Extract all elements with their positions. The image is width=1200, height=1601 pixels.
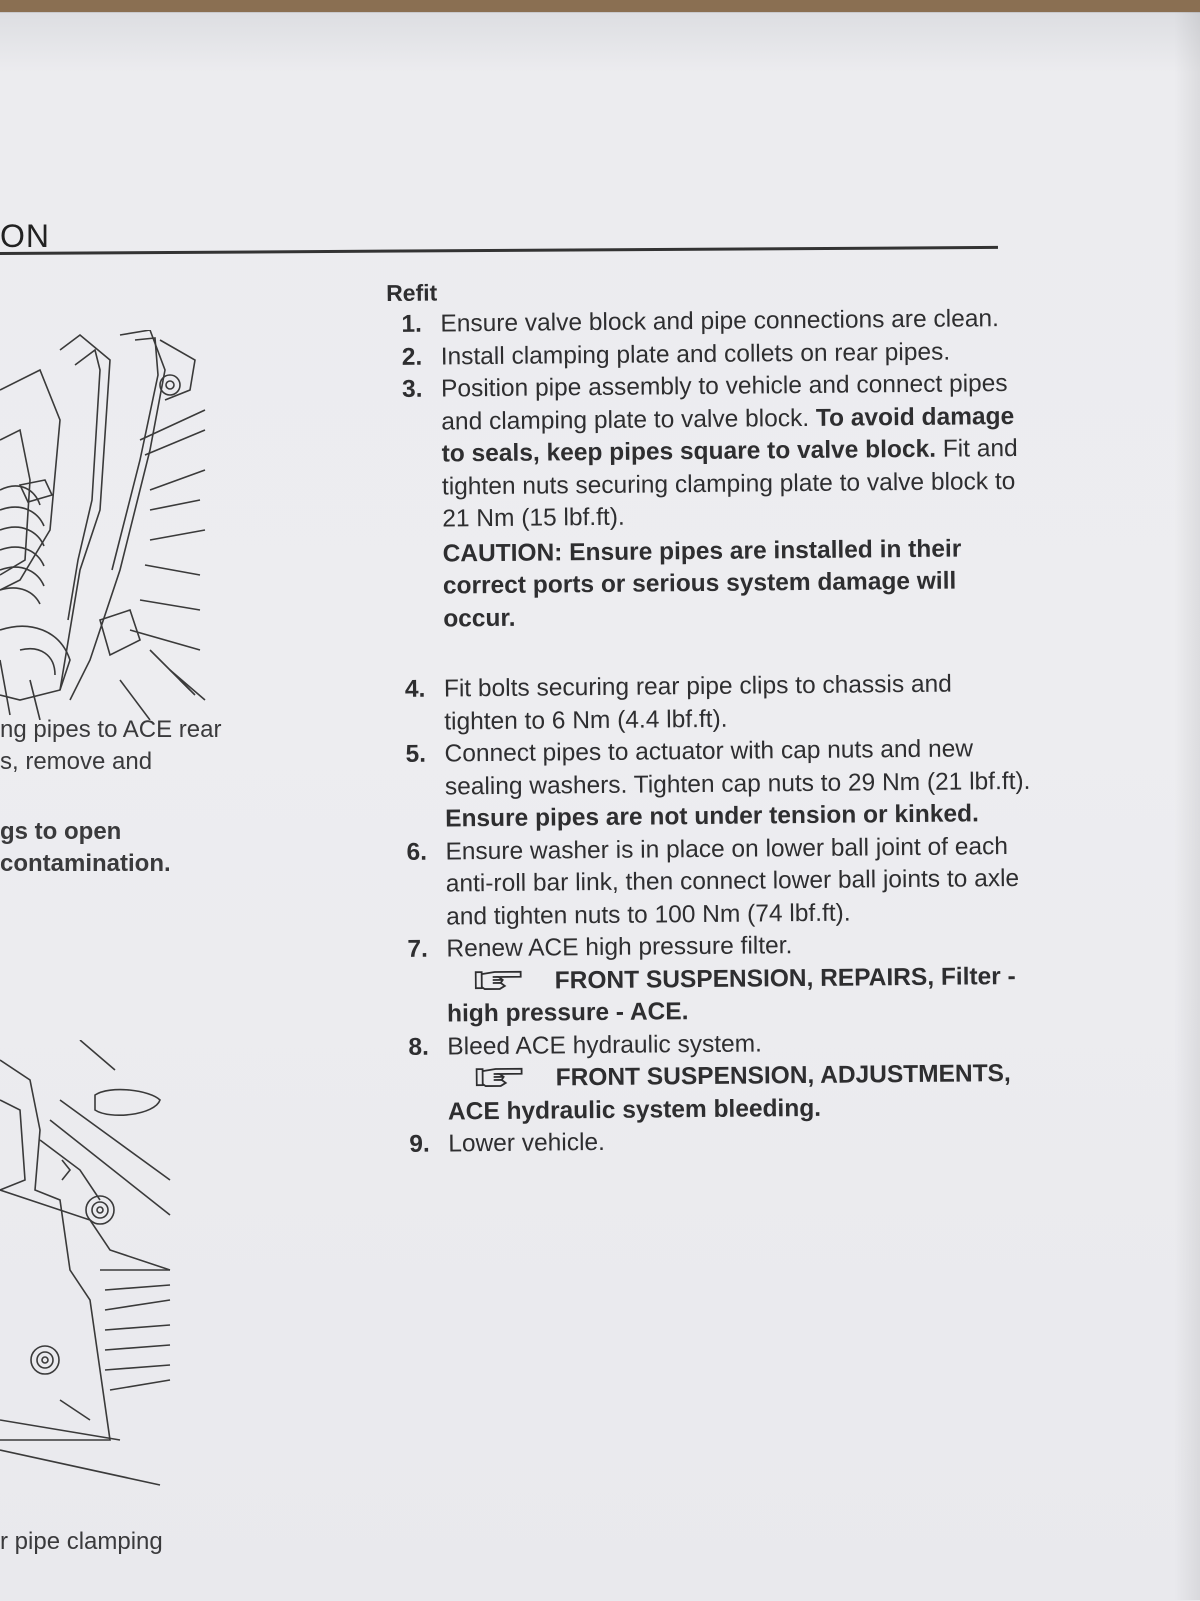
section-header-fragment: ON: [0, 218, 50, 254]
pointing-hand-icon: [474, 970, 522, 990]
refit-heading: Refit: [386, 279, 438, 306]
figure-caption-fragment: s, remove and: [0, 748, 153, 775]
step-text: Install clamping plate and collets on re…: [440, 338, 951, 370]
step-4: 4. Fit bolts securing rear pipe clips to…: [390, 668, 1031, 739]
cross-reference-text: FRONT SUSPENSION, ADJUSTMENTS, ACE hydra…: [447, 1060, 1011, 1125]
step-number: 4.: [404, 675, 426, 703]
step-text: Lower vehicle.: [448, 1128, 606, 1158]
pointing-hand-icon: [475, 1067, 523, 1087]
figure-caption-fragment: r pipe clamping: [0, 1528, 163, 1555]
pipe-assembly-illustration-top: [0, 330, 206, 720]
step-3: 3. Position pipe assembly to vehicle and…: [387, 368, 1029, 636]
refit-procedure: Refit 1. Ensure valve block and pipe con…: [386, 274, 1034, 1162]
step-text: Connect pipes to actuator with cap nuts …: [444, 735, 1031, 800]
step-text: Bleed ACE hydraulic system.: [447, 1029, 763, 1060]
step-8: 8. Bleed ACE hydraulic system. FRONT SUS…: [393, 1025, 1034, 1129]
step-number: 1.: [401, 310, 422, 338]
step-text: Fit bolts securing rear pipe clips to ch…: [443, 670, 952, 735]
step-number: 2.: [401, 343, 423, 371]
step-number: 3.: [401, 375, 423, 403]
cross-reference: FRONT SUSPENSION, REPAIRS, Filter - high…: [447, 960, 1034, 1031]
step-number: 6.: [406, 838, 428, 866]
refit-steps: 1. Ensure valve block and pipe connectio…: [386, 303, 1034, 1162]
step-warning-text: Ensure pipes are not under tension or ki…: [445, 800, 979, 833]
step-number: 5.: [405, 740, 427, 768]
step-number: 7.: [407, 935, 428, 963]
step-7: 7. Renew ACE high pressure filter. FRONT…: [392, 928, 1033, 1032]
page-shadow: [1174, 12, 1200, 1600]
step-text: Ensure valve block and pipe connections …: [440, 305, 999, 338]
caution-note: CAUTION: Ensure pipes are installed in t…: [442, 534, 962, 632]
figure-caption-fragment: ng pipes to ACE rear: [0, 716, 222, 743]
step-number: 9.: [409, 1130, 430, 1158]
cross-reference-text: FRONT SUSPENSION, REPAIRS, Filter - high…: [446, 962, 1016, 1028]
step-spacer: [389, 630, 1029, 674]
step-number: 8.: [408, 1033, 429, 1061]
caution-note-fragment: contamination.: [0, 850, 171, 877]
step-6: 6. Ensure washer is in place on lower ba…: [391, 830, 1032, 934]
cross-reference: FRONT SUSPENSION, ADJUSTMENTS, ACE hydra…: [448, 1058, 1035, 1129]
step-text: Renew ACE high pressure filter.: [446, 932, 793, 963]
manual-page: [0, 12, 1200, 1601]
step-9: 9. Lower vehicle.: [394, 1123, 1034, 1162]
caution-note-fragment: gs to open: [0, 818, 122, 845]
clamping-plate-illustration: [0, 1040, 171, 1486]
step-5: 5. Connect pipes to actuator with cap nu…: [390, 733, 1031, 837]
step-text: Ensure washer is in place on lower ball …: [445, 832, 1020, 930]
